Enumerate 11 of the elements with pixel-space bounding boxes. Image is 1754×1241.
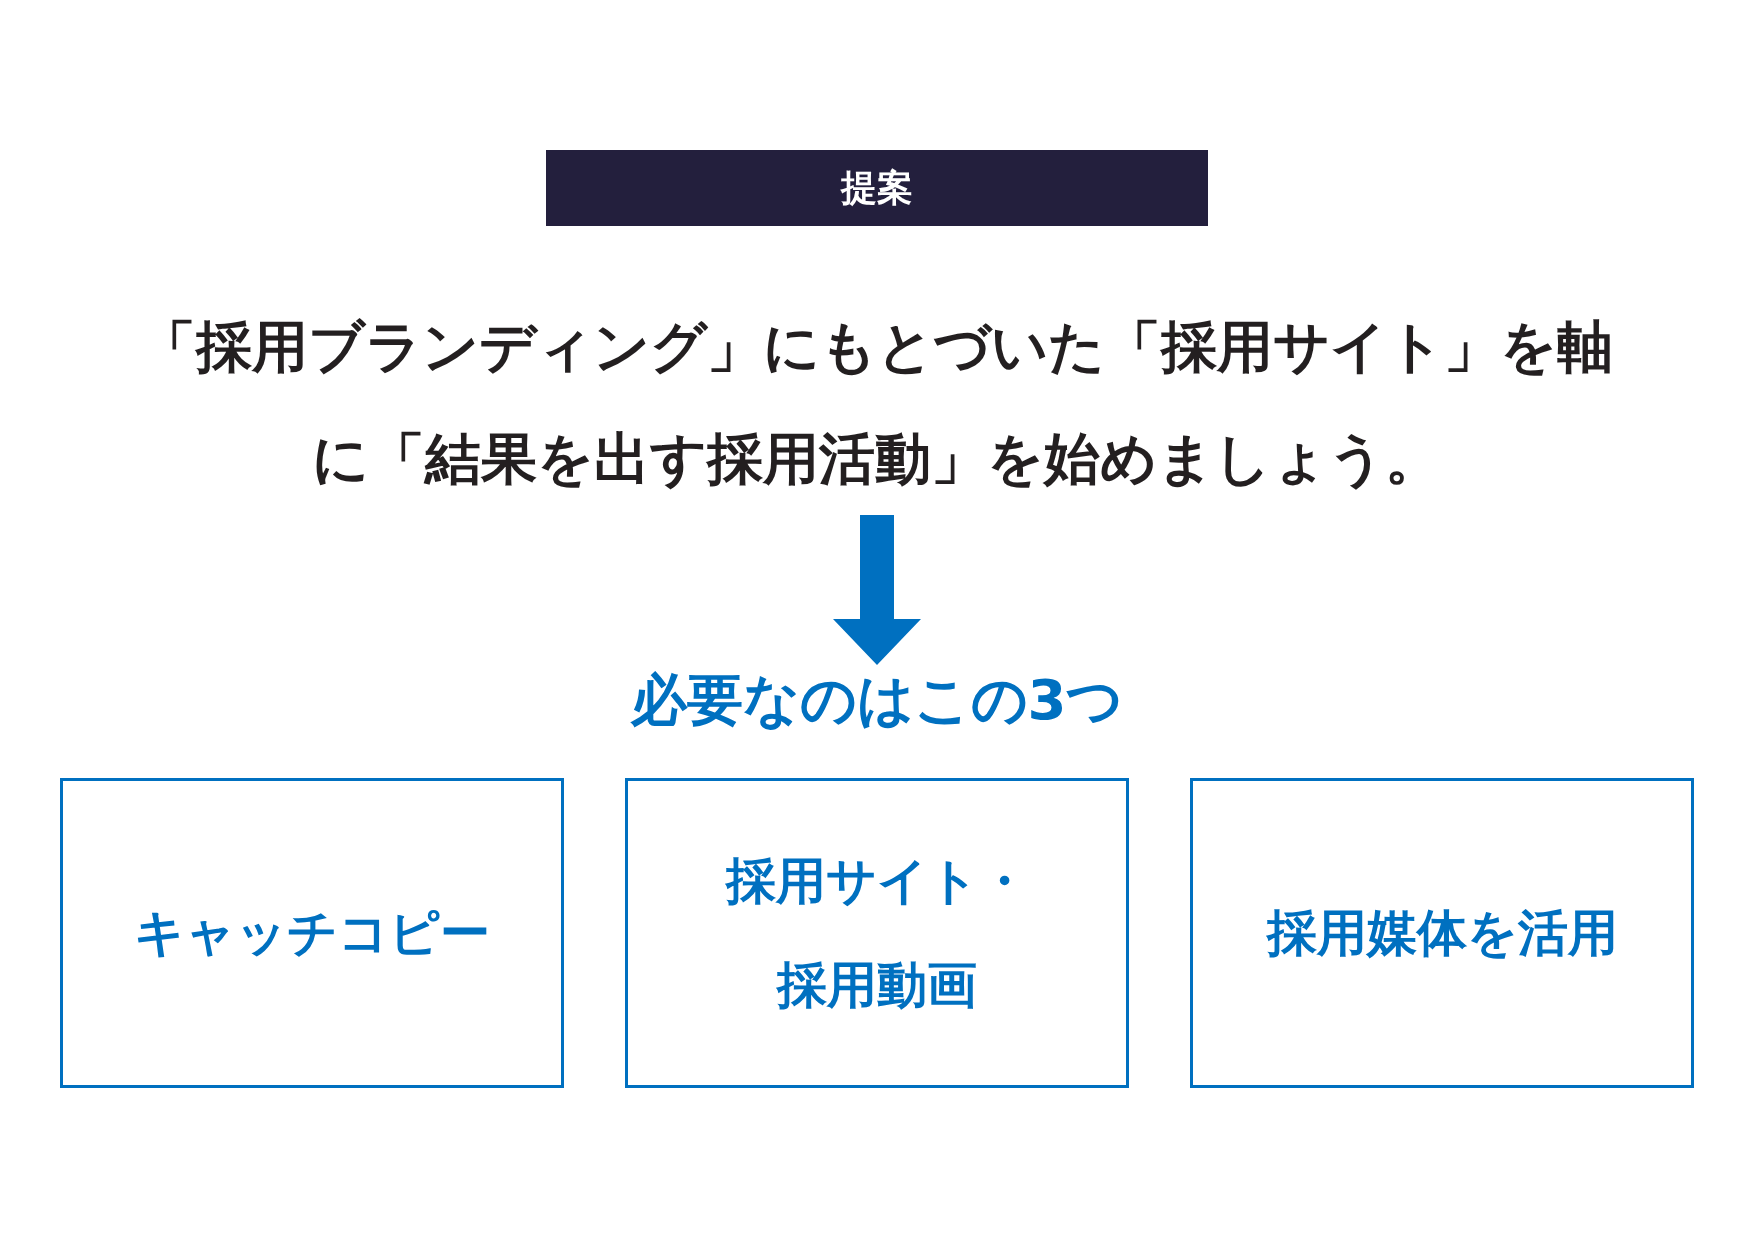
- item-box: [625, 778, 1129, 1088]
- item-label: 採用媒体を活用: [1265, 903, 1619, 964]
- section-heading: 必要なのはこの3つ: [630, 666, 1124, 734]
- arrow: [833, 515, 921, 665]
- title-band: [546, 150, 1208, 226]
- item-box: [60, 778, 564, 1088]
- lead-text: 「採用ブランディング」にもとづいた「採用サイト」を軸に「結果を出す採用活動」を始めましょう。: [139, 313, 1615, 493]
- item-box: [1190, 778, 1694, 1088]
- item-label: キャッチコピー: [133, 903, 491, 964]
- item-label: 採用サイト・採用動画: [724, 851, 1030, 1016]
- title-text: 提案: [841, 166, 913, 210]
